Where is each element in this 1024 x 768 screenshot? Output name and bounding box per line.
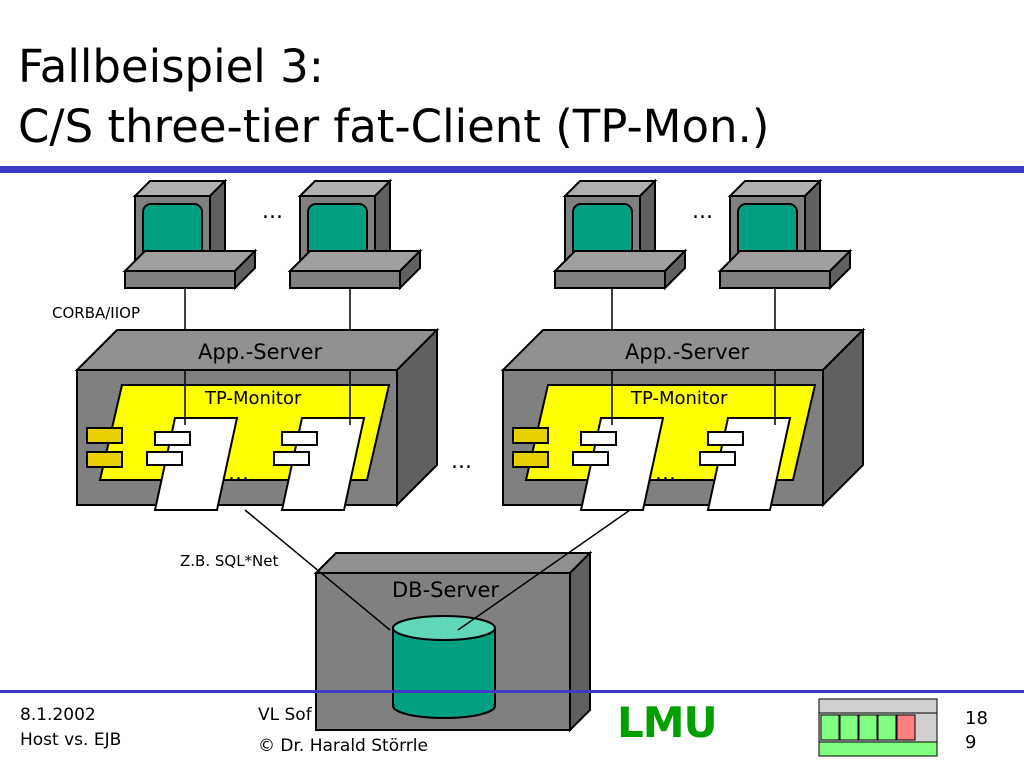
client-pc-icon — [289, 180, 421, 289]
tp-monitor-label: TP-Monitor — [204, 388, 302, 409]
slide-title-line1: Fallbeispiel 3: — [18, 40, 324, 93]
db-server-label: DB-Server — [392, 578, 499, 602]
footer-date: 8.1.2002 — [20, 705, 96, 725]
ellipsis: ... — [451, 449, 472, 474]
slide-title-line2: C/S three-tier fat-Client (TP-Mon.) — [18, 100, 770, 153]
lmu-logo: LMU — [617, 698, 718, 747]
footer-lecture: VL Sof — [258, 705, 312, 725]
footer-course: Host vs. EJB — [20, 730, 122, 750]
label-corba-iiop: CORBA/IIOP — [52, 304, 140, 322]
label-sql-net: Z.B. SQL*Net — [180, 552, 279, 570]
app-server-label: App.-Server — [625, 340, 750, 364]
client-pc-icon — [554, 180, 686, 289]
ellipsis: ... — [262, 199, 283, 224]
progress-indicator — [818, 698, 938, 757]
app-server-label: App.-Server — [198, 340, 323, 364]
footer-copyright: © Dr. Harald Störrle — [258, 736, 428, 756]
ellipsis: ... — [228, 461, 249, 486]
footer-rule — [0, 690, 1024, 693]
ellipsis: ... — [655, 461, 676, 486]
tp-monitor-label: TP-Monitor — [630, 388, 728, 409]
page-number-top: 18 — [965, 708, 988, 729]
db-server — [313, 550, 593, 733]
client-pc-icon — [719, 180, 851, 289]
ellipsis: ... — [692, 199, 713, 224]
client-pc-icon — [124, 180, 256, 289]
title-rule — [0, 166, 1024, 173]
page-number-bottom: 9 — [965, 732, 977, 753]
